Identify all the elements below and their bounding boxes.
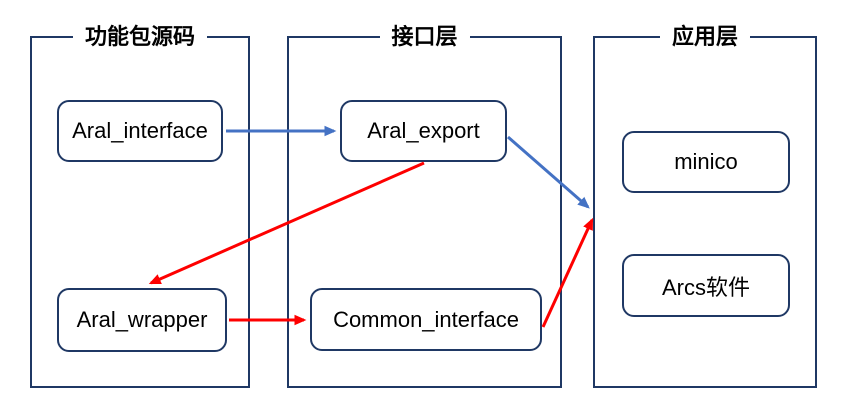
- node-arcs-software-label: Arcs软件: [661, 274, 750, 300]
- panel-source-code: 功能包源码: [30, 23, 250, 388]
- node-minico: minico: [622, 131, 790, 193]
- node-aral-interface: Aral_interface: [57, 100, 223, 162]
- node-common-interface: Common_interface: [310, 288, 542, 351]
- panel-source-code-title: 功能包源码: [72, 23, 208, 51]
- panel-interface-layer-title: 接口层: [379, 23, 470, 51]
- node-aral-wrapper: Aral_wrapper: [57, 288, 227, 352]
- node-arcs-software: Arcs软件: [622, 254, 790, 317]
- node-minico-label: minico: [674, 149, 738, 174]
- node-aral-export-label: Aral_export: [367, 118, 480, 143]
- node-common-interface-label: Common_interface: [333, 306, 519, 332]
- node-aral-export: Aral_export: [340, 100, 507, 162]
- panel-application-layer-title: 应用层: [659, 23, 751, 51]
- node-aral-interface-label: Aral_interface: [72, 118, 208, 143]
- node-aral-wrapper-label: Aral_wrapper: [76, 307, 208, 332]
- panel-application-layer: 应用层: [593, 23, 817, 388]
